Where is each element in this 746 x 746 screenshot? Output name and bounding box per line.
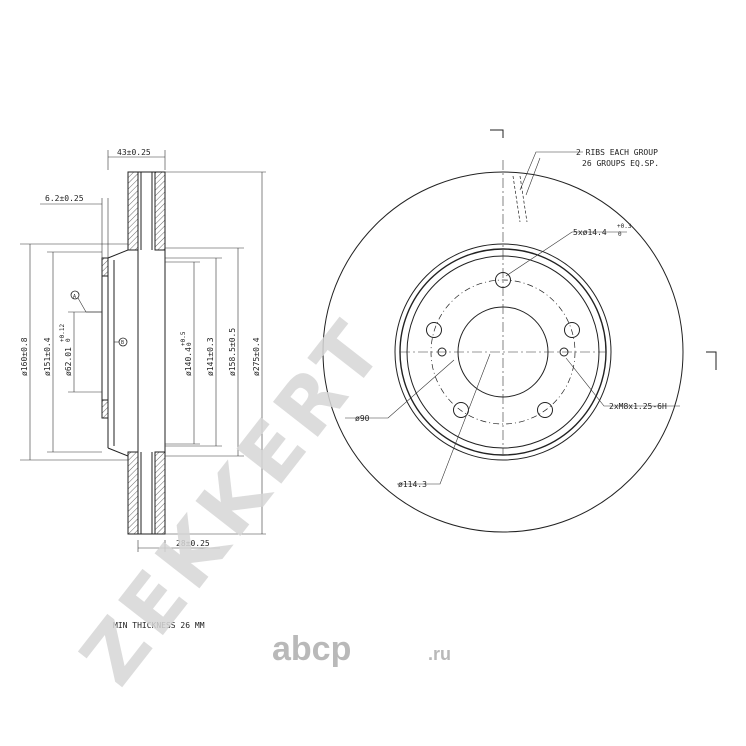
datum-marker-b — [118, 337, 128, 347]
bolt-hole-3 — [537, 402, 553, 418]
bolt-hole-5 — [426, 322, 442, 338]
abcp-logo: abcp .ru — [272, 630, 451, 668]
disc-outer-edge — [322, 171, 684, 533]
datum-marker-b-label: B — [121, 340, 124, 346]
right-plate-upper — [154, 171, 166, 251]
min-thickness-note: MIN THICKNESS 26 MM — [113, 621, 205, 630]
hat-wall-upper — [101, 257, 109, 277]
datum-marker-a — [70, 290, 80, 300]
dim-hat-6-2: 6.2±0.25 — [45, 194, 84, 203]
left-plate-upper — [127, 171, 139, 251]
bolt-holes-callout: 5xø14.4 — [573, 228, 607, 237]
bolt-hole-2 — [564, 322, 580, 338]
dim-dia-114-3: ø114.3 — [398, 480, 427, 489]
dim-dia-140-4-tol-upper: +0.5 — [180, 331, 187, 346]
friction-ring-inner-edge — [394, 243, 612, 461]
dim-dia-160: ø160±0.8 — [20, 337, 29, 376]
thread-callout: 2xM8x1.25-6H — [609, 402, 667, 411]
side-section-view — [20, 150, 266, 552]
dim-dia-275: ø275±0.4 — [252, 337, 261, 376]
abcp-logo-tld: .ru — [428, 644, 451, 664]
dim-dia-158-5: ø158.5±0.5 — [228, 328, 237, 376]
abcp-logo-name: abcp — [272, 630, 351, 668]
bolt-holes-tol-upper: +0.3 — [617, 223, 632, 230]
dim-dia-151: ø151±0.4 — [43, 337, 52, 376]
datum-marker-a-label: A — [73, 294, 76, 300]
dim-dia-62: ø62.01 — [64, 347, 73, 376]
dim-dia-62-tol-lower: 0 — [65, 338, 72, 342]
front-view — [322, 129, 717, 533]
hat-wall-lower — [101, 399, 109, 419]
left-plate-lower — [127, 451, 139, 535]
bolt-holes-tol-lower: 0 — [618, 231, 622, 238]
ribs-note-line2: 26 GROUPS EQ.SP. — [582, 159, 659, 168]
dim-dia-140-4: ø140.4 — [184, 347, 193, 376]
dim-dia-141: ø141±0.3 — [206, 337, 215, 376]
front-view-labels: 2 RIBS EACH GROUP 26 GROUPS EQ.SP. 5xø14… — [355, 148, 667, 489]
ribs-note-line1: 2 RIBS EACH GROUP — [576, 148, 658, 157]
right-plate-lower — [154, 451, 166, 535]
side-view-labels: 43±0.25 6.2±0.25 28±0.25 ø160±0.8 ø151±0… — [20, 148, 261, 548]
dim-dia-140-4-tol-lower: 0 — [186, 342, 193, 346]
dim-dia-62-tol-upper: +0.12 — [59, 324, 66, 342]
dim-width-43: 43±0.25 — [117, 148, 151, 157]
dim-dia-90: ø90 — [355, 414, 370, 423]
dim-thickness-28: 28±0.25 — [176, 539, 210, 548]
